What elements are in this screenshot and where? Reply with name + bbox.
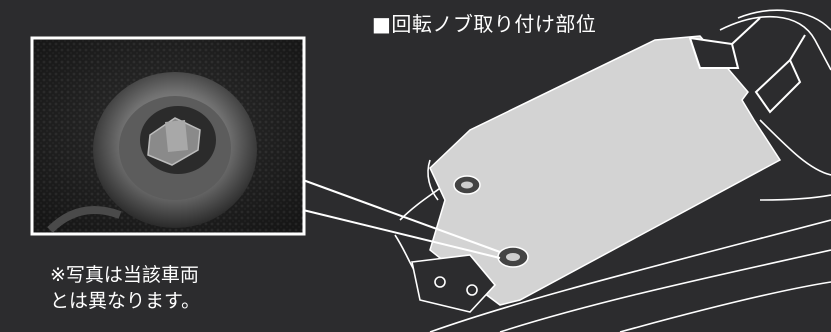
floor-mat	[429, 35, 782, 306]
callout-lines	[302, 179, 501, 259]
note-line-2: とは異なります。	[50, 290, 201, 312]
pedal-illustration	[688, 17, 806, 114]
section-title: ■回転ノブ取り付け部位	[372, 12, 597, 36]
rotary-knob-photo	[30, 36, 306, 236]
car-floor-lines	[394, 9, 831, 332]
note-line-1: ※写真は当該車両	[50, 264, 199, 286]
disclaimer-note: ※写真は当該車両 とは異なります。	[50, 262, 200, 314]
seat-rail-bracket	[411, 254, 497, 313]
